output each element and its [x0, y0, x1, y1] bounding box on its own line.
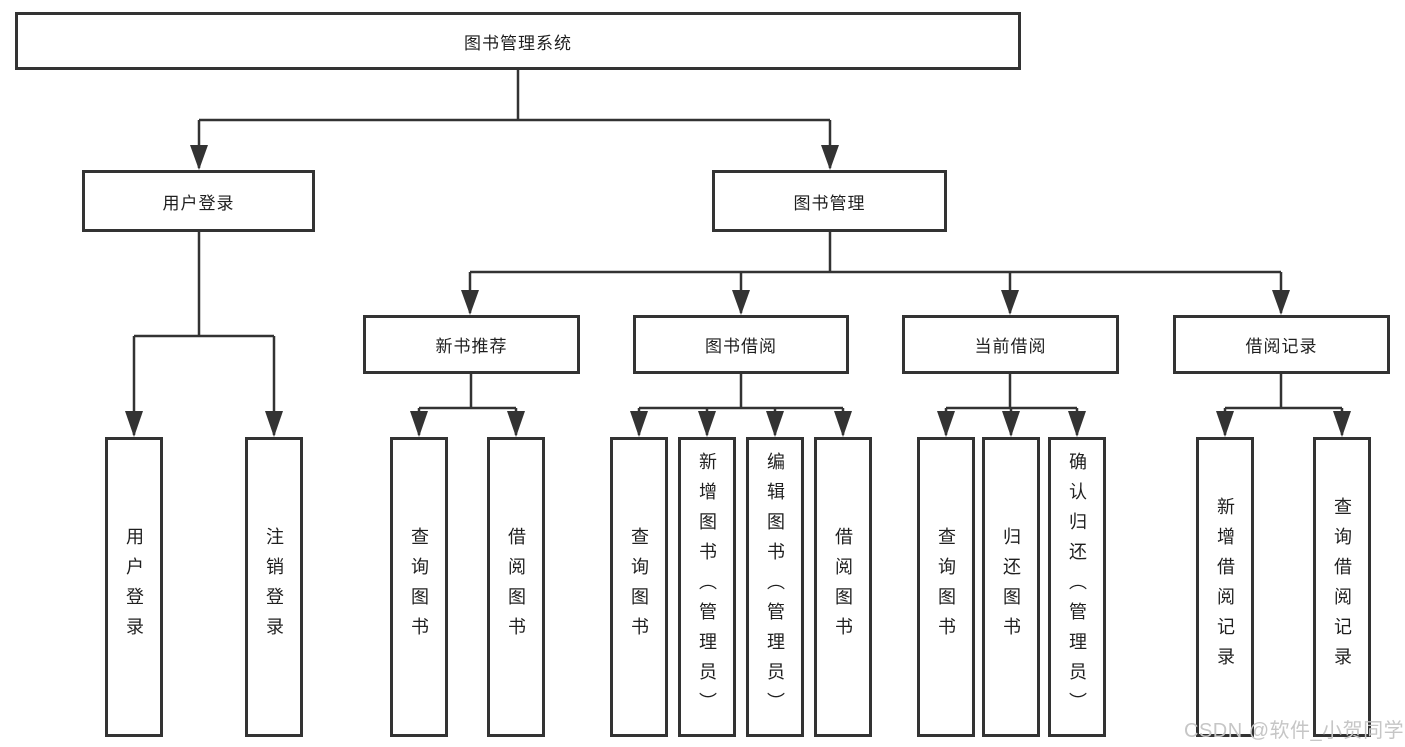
node-label: 用户登录 — [162, 193, 235, 213]
leaf-current-query-books: 查询图书 — [917, 437, 975, 737]
node-label: 借阅记录 — [1245, 337, 1318, 356]
node-label: 新增借阅记录 — [1215, 497, 1235, 677]
node-label: 查询借阅记录 — [1332, 497, 1352, 677]
arrow-down-icon — [766, 411, 784, 437]
node-label: 当前借阅 — [974, 337, 1047, 356]
leaf-recommend-query-books: 查询图书 — [390, 437, 448, 737]
leaf-current-return-books: 归还图书 — [982, 437, 1040, 737]
connector-paths — [132, 70, 1344, 435]
node-current-borrow: 当前借阅 — [902, 315, 1119, 374]
node-label: 确认归还（管理员） — [1067, 452, 1087, 722]
node-label: 图书管理 — [793, 193, 866, 213]
arrow-down-icon — [1333, 411, 1351, 437]
leaf-record-query-borrow-record: 查询借阅记录 — [1313, 437, 1371, 737]
arrow-down-icon — [1068, 411, 1086, 437]
leaf-record-add-borrow-record: 新增借阅记录 — [1196, 437, 1254, 737]
leaf-user-login: 用户登录 — [105, 437, 163, 737]
node-label: 查询图书 — [936, 527, 956, 647]
node-label: 图书管理系统 — [464, 33, 572, 53]
node-book-borrow: 图书借阅 — [633, 315, 849, 374]
node-borrow-record: 借阅记录 — [1173, 315, 1390, 374]
arrow-down-icon — [410, 411, 428, 437]
leaf-borrow-add-books-admin: 新增图书（管理员） — [678, 437, 736, 737]
node-label: 借阅图书 — [833, 527, 853, 647]
arrow-down-icon — [1216, 411, 1234, 437]
arrow-down-icon — [698, 411, 716, 437]
arrow-down-icon — [732, 290, 750, 315]
node-label: 查询图书 — [409, 527, 429, 647]
leaf-borrow-edit-books-admin: 编辑图书（管理员） — [746, 437, 804, 737]
node-user-login: 用户登录 — [82, 170, 315, 232]
node-label: 用户登录 — [124, 527, 144, 647]
arrow-down-icon — [937, 411, 955, 437]
arrow-down-icon — [1002, 411, 1020, 437]
csdn-watermark: CSDN @软件_小贺同学 — [1184, 720, 1405, 742]
node-root-system: 图书管理系统 — [15, 12, 1021, 70]
arrow-down-icon — [507, 411, 525, 437]
node-label: 图书借阅 — [705, 337, 777, 356]
arrow-down-icon — [265, 411, 283, 437]
node-label: 借阅图书 — [506, 527, 526, 647]
node-new-book-recommend: 新书推荐 — [363, 315, 580, 374]
arrow-down-icon — [1001, 290, 1019, 315]
node-label: 查询图书 — [629, 527, 649, 647]
arrow-down-icon — [190, 145, 208, 170]
arrow-down-icon — [125, 411, 143, 437]
node-label: 新书推荐 — [435, 337, 508, 356]
arrowheads — [125, 145, 1351, 437]
leaf-recommend-borrow-books: 借阅图书 — [487, 437, 545, 737]
arrow-down-icon — [461, 290, 479, 315]
leaf-current-confirm-return-admin: 确认归还（管理员） — [1048, 437, 1106, 737]
arrow-down-icon — [821, 145, 839, 170]
arrow-down-icon — [834, 411, 852, 437]
node-label: 新增图书（管理员） — [697, 452, 717, 722]
node-label: 归还图书 — [1001, 527, 1021, 647]
node-book-management: 图书管理 — [712, 170, 947, 232]
node-label: 注销登录 — [264, 527, 284, 647]
leaf-borrow-borrow-books: 借阅图书 — [814, 437, 872, 737]
leaf-borrow-query-books: 查询图书 — [610, 437, 668, 737]
arrow-down-icon — [1272, 290, 1290, 315]
node-label: 编辑图书（管理员） — [765, 452, 785, 722]
leaf-logout: 注销登录 — [245, 437, 303, 737]
arrow-down-icon — [630, 411, 648, 437]
